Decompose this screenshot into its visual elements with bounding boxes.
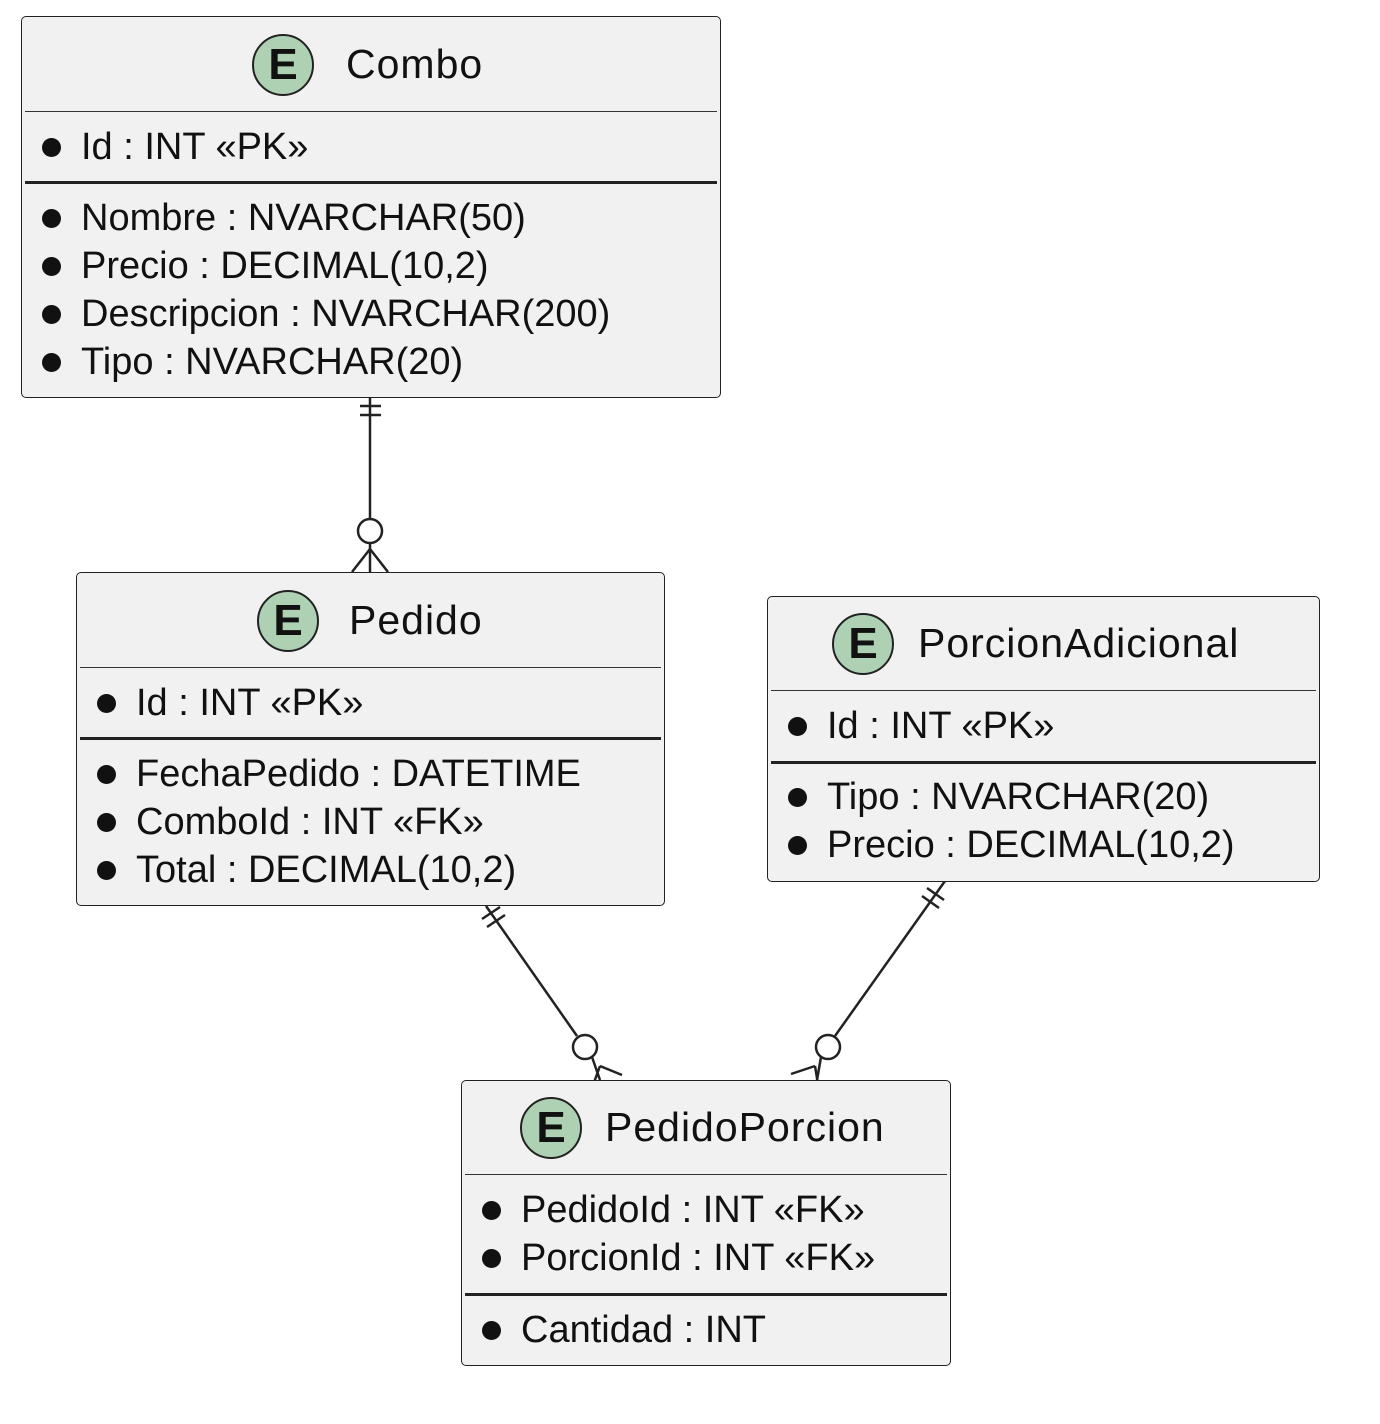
- divider: [25, 111, 717, 112]
- entity-title: PedidoPorcion: [605, 1104, 885, 1150]
- attribute: Nombre : NVARCHAR(50): [42, 194, 526, 242]
- entity-badge: E: [252, 34, 314, 96]
- bullet-icon: [42, 353, 61, 372]
- bullet-icon: [42, 305, 61, 324]
- relationship-porcionadicional-pedidoporcion: [790, 880, 947, 1091]
- entity-badge: E: [257, 590, 319, 652]
- attribute: Precio : DECIMAL(10,2): [42, 242, 489, 290]
- entity-badge: E: [832, 613, 894, 675]
- key-attribute: Id : INT «PK»: [97, 679, 363, 727]
- attribute: Precio : DECIMAL(10,2): [788, 821, 1235, 869]
- attribute: Total : DECIMAL(10,2): [97, 846, 516, 894]
- bullet-icon: [97, 694, 116, 713]
- divider: [465, 1174, 947, 1175]
- divider: [465, 1293, 947, 1296]
- relationship-pedido-pedidoporcion: [481, 905, 623, 1089]
- entity-badge: E: [520, 1097, 582, 1159]
- attribute: ComboId : INT «FK»: [97, 798, 484, 846]
- bullet-icon: [788, 836, 807, 855]
- key-attribute: PorcionId : INT «FK»: [482, 1234, 875, 1282]
- divider: [25, 181, 717, 184]
- bullet-icon: [97, 861, 116, 880]
- bullet-icon: [42, 209, 61, 228]
- divider: [80, 667, 661, 668]
- entity-title: Pedido: [349, 597, 483, 643]
- entity-pedido-porcion[interactable]: E PedidoPorcion PedidoId : INT «FK» Porc…: [461, 1080, 951, 1366]
- attribute: FechaPedido : DATETIME: [97, 750, 581, 798]
- attribute: Cantidad : INT: [482, 1306, 766, 1354]
- entity-combo[interactable]: E Combo Id : INT «PK» Nombre : NVARCHAR(…: [21, 16, 721, 398]
- divider: [771, 761, 1316, 764]
- bullet-icon: [482, 1201, 501, 1220]
- attribute: Descripcion : NVARCHAR(200): [42, 290, 610, 338]
- entity-pedido[interactable]: E Pedido Id : INT «PK» FechaPedido : DAT…: [76, 572, 665, 906]
- key-attribute: Id : INT «PK»: [42, 123, 308, 171]
- bullet-icon: [788, 788, 807, 807]
- entity-title: Combo: [346, 41, 484, 87]
- attribute: Tipo : NVARCHAR(20): [42, 338, 463, 386]
- bullet-icon: [97, 813, 116, 832]
- key-attribute: PedidoId : INT «FK»: [482, 1186, 865, 1234]
- bullet-icon: [482, 1249, 501, 1268]
- bullet-icon: [42, 138, 61, 157]
- bullet-icon: [42, 257, 61, 276]
- divider: [80, 737, 661, 740]
- key-attribute: Id : INT «PK»: [788, 702, 1054, 750]
- bullet-icon: [788, 717, 807, 736]
- divider: [771, 690, 1316, 691]
- bullet-icon: [97, 765, 116, 784]
- entity-title: PorcionAdicional: [918, 620, 1240, 666]
- relationship-combo-pedido: [351, 398, 389, 573]
- bullet-icon: [482, 1321, 501, 1340]
- entity-porcion-adicional[interactable]: E PorcionAdicional Id : INT «PK» Tipo : …: [767, 596, 1320, 882]
- attribute: Tipo : NVARCHAR(20): [788, 773, 1209, 821]
